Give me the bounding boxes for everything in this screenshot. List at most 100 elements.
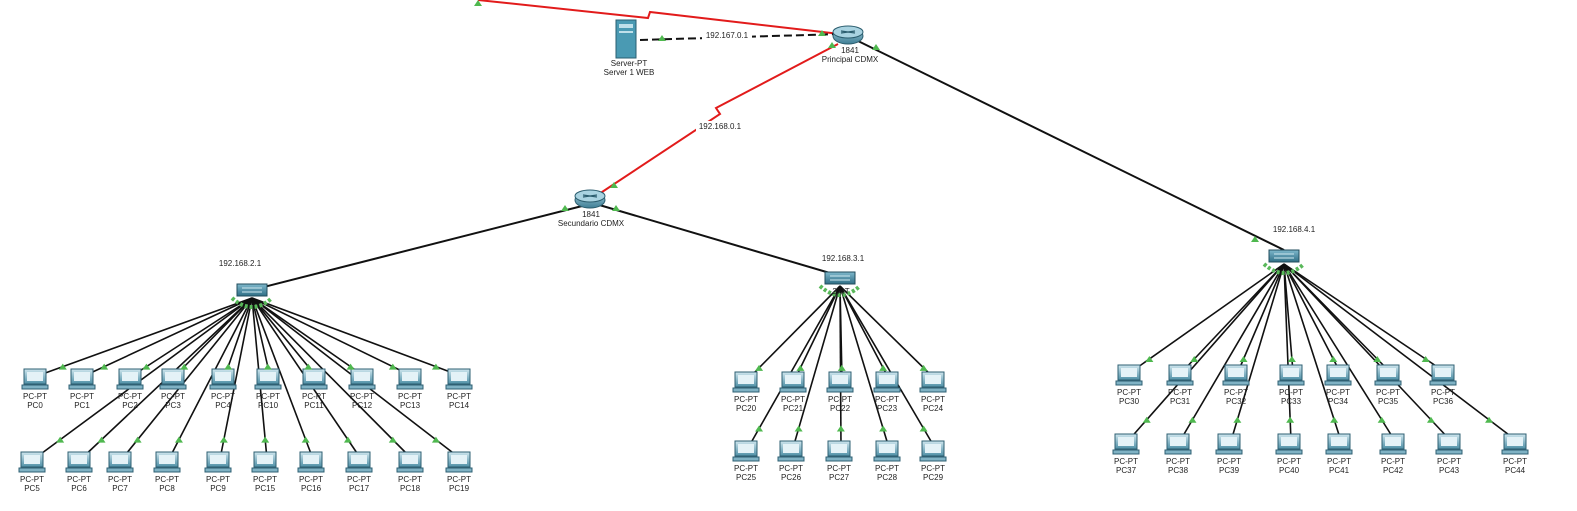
- pc-name-label: PC38: [1168, 466, 1189, 475]
- router-secundario[interactable]: 1841 Secundario CDMX: [558, 189, 625, 228]
- pc-link[interactable]: [251, 297, 317, 377]
- pc-link[interactable]: [839, 285, 890, 449]
- pc-link[interactable]: [839, 285, 936, 380]
- serial-link-principal-secundario[interactable]: [595, 43, 839, 197]
- pc-link[interactable]: [251, 297, 462, 377]
- pc-link[interactable]: [747, 285, 841, 449]
- pc-link[interactable]: [1127, 263, 1285, 442]
- pc-link[interactable]: [839, 285, 936, 449]
- pc-link[interactable]: [251, 297, 413, 377]
- switch-sw3[interactable]: 192.168.4.1: [1262, 224, 1316, 275]
- pc-link[interactable]: [1283, 263, 1396, 442]
- pc-link[interactable]: [1283, 263, 1292, 442]
- pc-link[interactable]: [1283, 263, 1342, 442]
- pc-link[interactable]: [1283, 263, 1518, 442]
- link-secundario-sw1[interactable]: [251, 203, 591, 291]
- pc-link[interactable]: [251, 297, 365, 377]
- pc-link[interactable]: [747, 285, 841, 380]
- pc-link[interactable]: [1181, 263, 1285, 373]
- pc-link[interactable]: [1283, 263, 1452, 442]
- pc-link[interactable]: [168, 297, 253, 460]
- serial-link-offscreen[interactable]: [477, 0, 841, 35]
- switch-sw1[interactable]: 192.168.2.1: [218, 258, 274, 309]
- pc-type-label: PC-PT: [1437, 457, 1461, 466]
- link-secundario-sw2[interactable]: [595, 203, 841, 277]
- link-principal-sw3[interactable]: [855, 39, 1285, 251]
- pc-type-label: PC-PT: [350, 392, 374, 401]
- pc-link[interactable]: [794, 285, 841, 380]
- pc-link[interactable]: [36, 297, 253, 377]
- pc-link[interactable]: [224, 297, 253, 377]
- pc-link[interactable]: [1230, 263, 1285, 442]
- server-device[interactable]: Server-PT Server 1 WEB: [604, 19, 655, 77]
- pc-type-label: PC-PT: [447, 475, 471, 484]
- pc-link[interactable]: [1179, 263, 1285, 442]
- pc-link[interactable]: [792, 285, 841, 449]
- pc-name-label: PC5: [24, 484, 40, 493]
- pc-link[interactable]: [251, 297, 314, 460]
- pc-link[interactable]: [1237, 263, 1285, 373]
- pc-name-label: PC3: [165, 401, 181, 410]
- router-principal[interactable]: 1841 Principal CDMX: [822, 25, 879, 64]
- pc-link[interactable]: [121, 297, 253, 460]
- pc-link[interactable]: [83, 297, 253, 377]
- pc-name-label: PC0: [27, 401, 43, 410]
- pc-link[interactable]: [1283, 263, 1446, 373]
- pc-name-label: PC32: [1226, 397, 1247, 406]
- pc-link[interactable]: [1283, 263, 1341, 373]
- pc-link[interactable]: [219, 297, 253, 460]
- pc-link[interactable]: [131, 297, 253, 377]
- pc-link[interactable]: [251, 297, 271, 377]
- pc-link[interactable]: [1130, 263, 1285, 373]
- pc-link[interactable]: [33, 297, 253, 460]
- pc-name-label: PC6: [71, 484, 87, 493]
- switch-sw2[interactable]: 192.168.3.12…T: [818, 253, 865, 297]
- pc-link[interactable]: [251, 297, 413, 460]
